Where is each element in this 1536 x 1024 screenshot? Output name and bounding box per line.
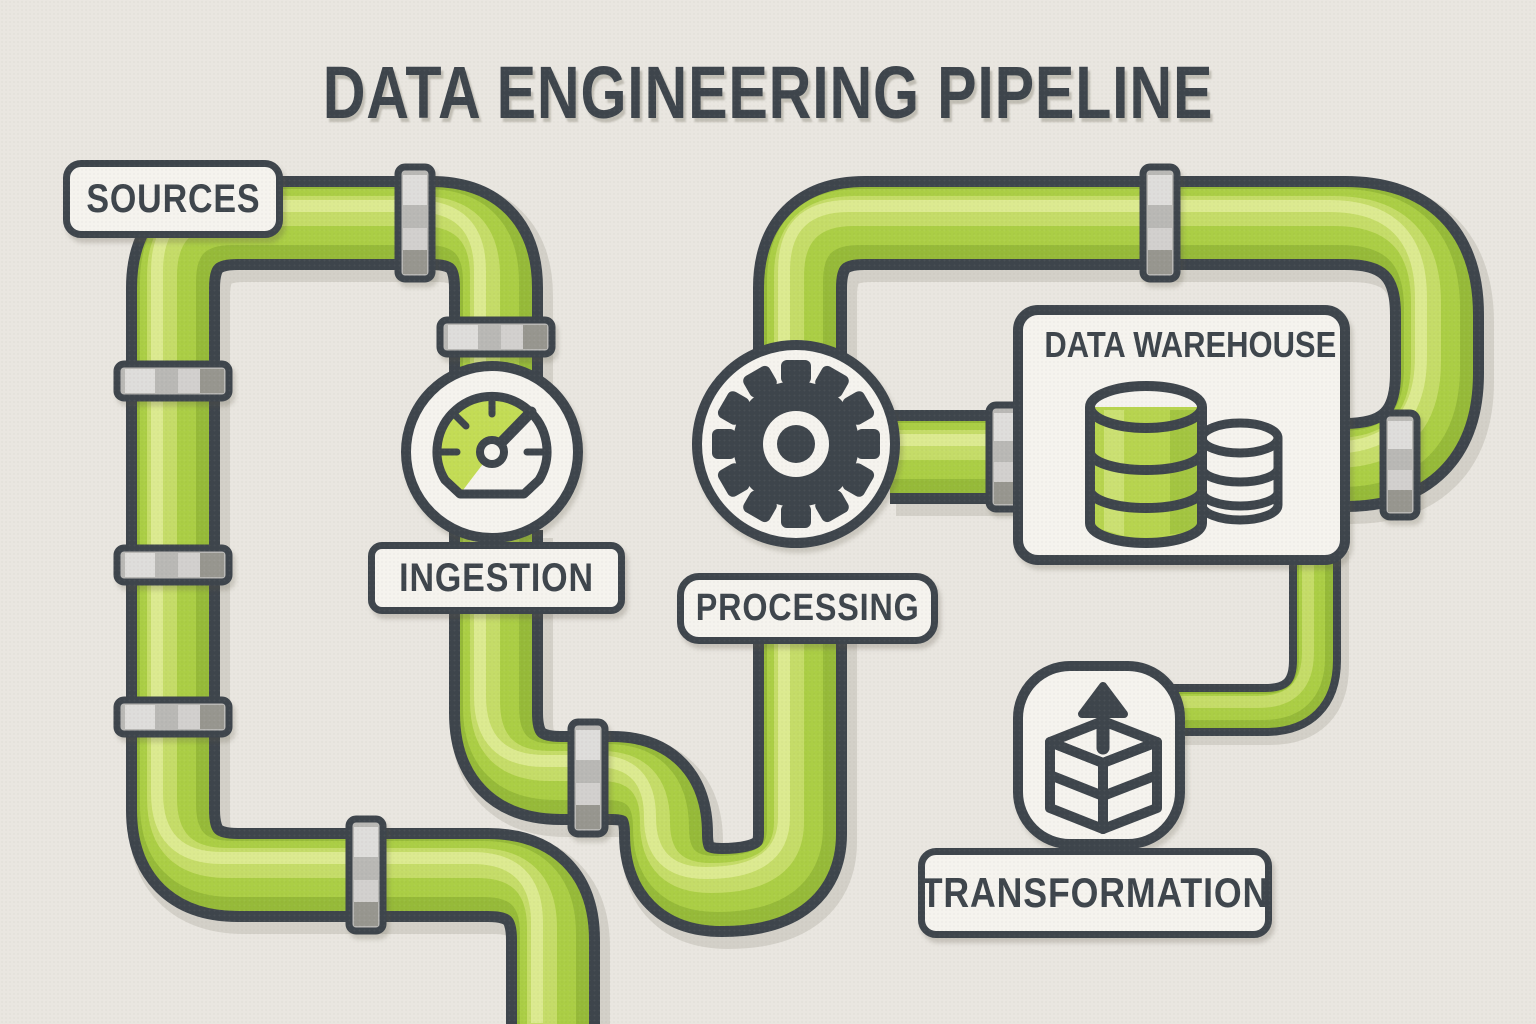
processing-label-text: PROCESSING bbox=[695, 587, 920, 629]
pipe-coupling bbox=[113, 544, 233, 586]
database-icon bbox=[1085, 381, 1283, 548]
data-warehouse-box bbox=[1013, 305, 1350, 565]
ingestion-label: INGESTION bbox=[368, 542, 625, 614]
sources-label: SOURCES bbox=[63, 160, 283, 238]
ingestion-label-text: INGESTION bbox=[399, 555, 594, 600]
pipe-coupling bbox=[1139, 163, 1181, 283]
gauge-ticks bbox=[437, 396, 547, 456]
pipe-coupling bbox=[1379, 409, 1421, 521]
pipe-coupling bbox=[113, 696, 233, 738]
pipe-coupling bbox=[113, 360, 233, 402]
pipe-coupling bbox=[345, 815, 387, 935]
page-title: DATA ENGINEERING PIPELINE bbox=[322, 51, 1214, 134]
pipe-coupling bbox=[394, 163, 436, 283]
gauge-icon bbox=[401, 361, 583, 543]
pipe-coupling bbox=[436, 316, 556, 358]
gauge-hub bbox=[476, 436, 508, 468]
pipe-coupling bbox=[567, 718, 609, 838]
cube-arrow-up-icon bbox=[1045, 682, 1162, 834]
sources-label-text: SOURCES bbox=[85, 176, 261, 221]
transformation-node bbox=[1013, 661, 1185, 849]
transformation-label-text: TRANSFORMATION bbox=[920, 869, 1270, 916]
processing-label: PROCESSING bbox=[677, 573, 938, 644]
transformation-label: TRANSFORMATION bbox=[918, 848, 1272, 938]
warehouse-label: DATA WAREHOUSE bbox=[1044, 324, 1337, 365]
gear-icon bbox=[692, 340, 900, 548]
